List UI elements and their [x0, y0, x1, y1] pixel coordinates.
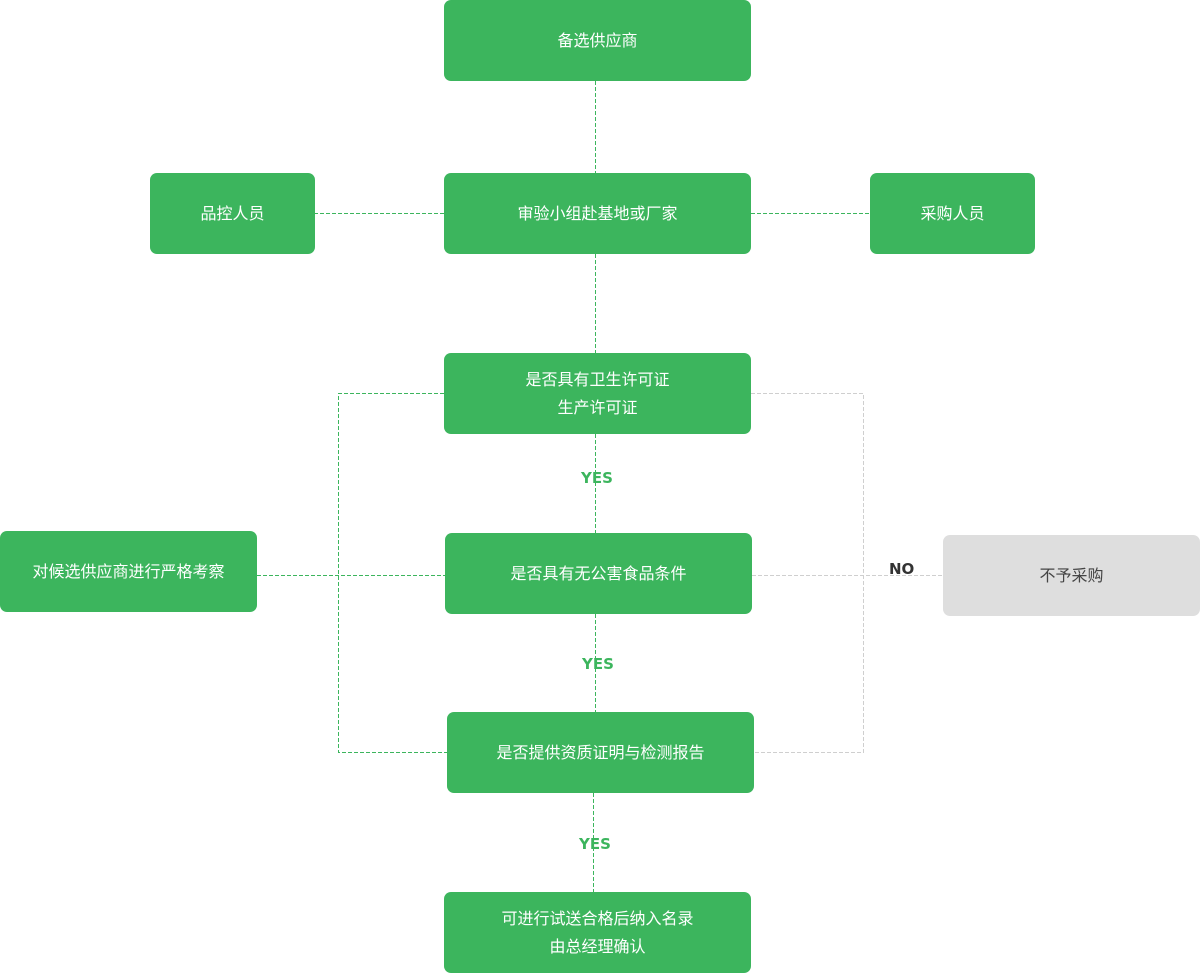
connector-left-bracket	[338, 393, 447, 753]
node-pollution-free-check-text: 是否具有无公害食品条件	[510, 563, 687, 583]
node-purchasing-staff: 采购人员	[870, 173, 1035, 254]
node-approval-line1: 可进行试送合格后纳入名录	[501, 908, 694, 928]
node-strict-inspection: 对候选供应商进行严格考察	[0, 531, 257, 612]
node-quality-control: 品控人员	[150, 173, 315, 254]
label-yes-2: YES	[582, 655, 614, 673]
node-no-purchase: 不予采购	[943, 535, 1200, 616]
node-approval: 可进行试送合格后纳入名录 由总经理确认	[444, 892, 751, 973]
node-candidate-supplier: 备选供应商	[444, 0, 751, 81]
node-certificate-check: 是否提供资质证明与检测报告	[447, 712, 754, 793]
node-strict-inspection-text: 对候选供应商进行严格考察	[32, 561, 225, 581]
label-yes-1: YES	[581, 469, 613, 487]
label-no: NO	[889, 560, 915, 578]
node-license-check: 是否具有卫生许可证 生产许可证	[444, 353, 751, 434]
node-quality-control-text: 品控人员	[200, 203, 265, 223]
connector-right-bracket	[751, 393, 864, 753]
node-pollution-free-check: 是否具有无公害食品条件	[445, 533, 752, 614]
node-license-check-line1: 是否具有卫生许可证	[525, 369, 670, 389]
node-inspection-team: 审验小组赴基地或厂家	[444, 173, 751, 254]
node-approval-line2: 由总经理确认	[549, 936, 646, 956]
label-yes-3: YES	[579, 835, 611, 853]
node-certificate-check-text: 是否提供资质证明与检测报告	[496, 742, 705, 762]
node-purchasing-staff-text: 采购人员	[920, 203, 985, 223]
node-no-purchase-text: 不予采购	[1039, 565, 1104, 585]
node-license-check-line2: 生产许可证	[557, 397, 638, 417]
node-inspection-team-text: 审验小组赴基地或厂家	[517, 203, 678, 223]
node-candidate-supplier-text: 备选供应商	[557, 30, 638, 50]
